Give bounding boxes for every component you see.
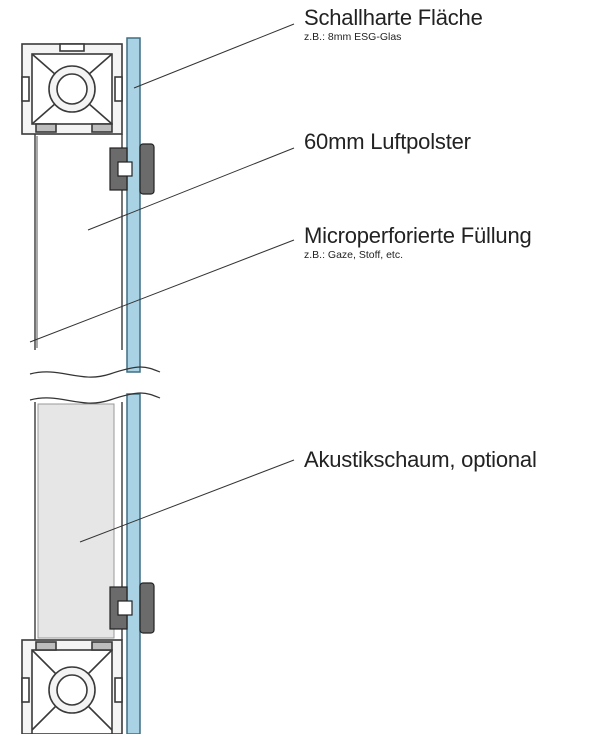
label-title: Schallharte Fläche xyxy=(304,5,483,30)
label-title: 60mm Luftpolster xyxy=(304,129,471,154)
glass-clip-bottom xyxy=(109,582,155,634)
acoustic-foam xyxy=(37,403,115,639)
label-microperforierte-fuellung: Microperforierte Füllung z.B.: Gaze, Sto… xyxy=(304,223,532,262)
leader-lines xyxy=(29,23,295,543)
break-lines xyxy=(29,366,161,404)
label-luftpolster: 60mm Luftpolster xyxy=(304,130,471,154)
label-subtitle: z.B.: 8mm ESG-Glas xyxy=(304,31,402,43)
label-title: Akustikschaum, optional xyxy=(304,447,537,472)
label-subtitle: z.B.: Gaze, Stoff, etc. xyxy=(304,249,404,261)
glass-clip-top xyxy=(109,143,155,195)
label-schallharte-flaeche: Schallharte Fläche z.B.: 8mm ESG-Glas xyxy=(304,5,483,44)
frame-profile-top xyxy=(21,43,123,135)
label-title: Microperforierte Füllung xyxy=(304,223,532,248)
label-akustikschaum: Akustikschaum, optional xyxy=(304,448,537,472)
frame-profile-bottom xyxy=(21,639,123,734)
glass-pane xyxy=(126,37,141,734)
